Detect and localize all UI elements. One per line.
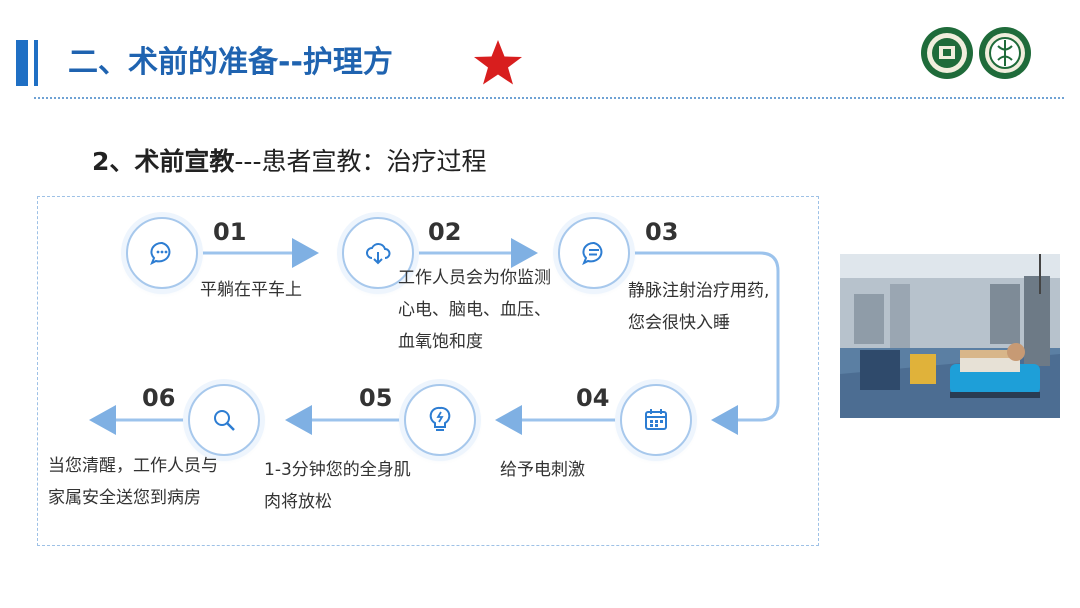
step-05-number: 05 xyxy=(359,384,392,412)
operating-room-photo xyxy=(840,254,1060,418)
step-02-text: 工作人员会为你监测 心电、脑电、血压、 血氧饱和度 xyxy=(398,262,551,358)
step-04-circle xyxy=(620,384,692,456)
message-icon xyxy=(581,240,607,266)
step-01-number: 01 xyxy=(213,218,246,246)
step-04-text: 给予电刺激 xyxy=(500,454,585,486)
hospital-logo-right xyxy=(978,26,1032,80)
cloud-download-icon xyxy=(364,239,392,267)
step-01-circle xyxy=(126,217,198,289)
step-04-number: 04 xyxy=(576,384,609,412)
hospital-logo-left xyxy=(920,26,974,80)
search-icon xyxy=(211,407,237,433)
step-06-text: 当您清醒，工作人员与 家属安全送您到病房 xyxy=(48,450,218,514)
section-subtitle: 2、术前宣教---患者宣教：治疗过程 xyxy=(92,144,486,180)
step-05-text: 1-3分钟您的全身肌 肉将放松 xyxy=(264,454,411,518)
title-accent-bar-thin xyxy=(34,40,38,86)
step-02-number: 02 xyxy=(428,218,461,246)
lightbulb-icon xyxy=(427,406,453,434)
title-accent-bar xyxy=(16,40,28,86)
chat-bubble-icon xyxy=(149,240,175,266)
step-05-circle xyxy=(404,384,476,456)
step-06-number: 06 xyxy=(142,384,175,412)
calendar-icon xyxy=(643,407,669,433)
page-title: 二、术前的准备--护理方 xyxy=(68,43,393,83)
star-icon xyxy=(468,38,528,88)
step-03-number: 03 xyxy=(645,218,678,246)
header-divider xyxy=(34,97,1064,99)
step-03-circle xyxy=(558,217,630,289)
step-06-circle xyxy=(188,384,260,456)
step-03-text: 静脉注射治疗用药, 您会很快入睡 xyxy=(628,275,769,339)
step-01-text: 平躺在平车上 xyxy=(200,274,302,306)
